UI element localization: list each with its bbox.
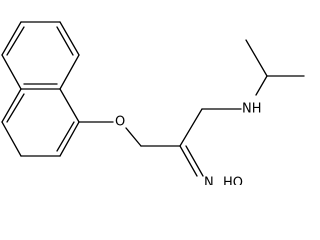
naphthalene-bond-10: [1, 121, 22, 157]
naphthalene-bond-2: [59, 54, 80, 90]
naphthalene-bond-7: [59, 88, 80, 123]
nh-to-isopropyl-bond: [255, 75, 268, 96]
amine-nh-label: NH: [242, 102, 262, 117]
naphthalene-double-bond-2: [56, 26, 74, 56]
naphthalene-bond-4: [1, 54, 22, 90]
chemical-structure-diagram: O NH N HO: [1, 21, 305, 186]
isopropyl-left-methyl-bond: [245, 39, 268, 77]
atom-labels: O NH N HO: [115, 102, 262, 186]
hydroxyl-ho-label: HO: [223, 176, 243, 186]
molecule-canvas: O NH N HO: [1, 21, 305, 186]
oxime-carbon-to-ch2-bond: [179, 108, 203, 147]
naphthalene-bond-1: [59, 21, 80, 56]
naphthalene-double-bond-5: [6, 93, 25, 123]
side-chain: [78, 39, 305, 177]
naphthalene-ring: [1, 21, 80, 157]
naphthalene-double-bond-1: [6, 26, 25, 56]
naphthalene-bond-11: [1, 88, 22, 123]
oxygen-ether-label: O: [115, 115, 125, 130]
naphthalene-bond-5: [1, 21, 22, 56]
naphthalene-double-bond-4: [56, 121, 75, 152]
naphthalene-bond-8: [59, 121, 80, 157]
oxime-double-bond-b: [185, 145, 204, 177]
oxime-double-bond-a: [179, 145, 198, 177]
oxime-n-label: N: [204, 176, 214, 186]
oxygen-to-ch2-bond: [125, 127, 142, 147]
